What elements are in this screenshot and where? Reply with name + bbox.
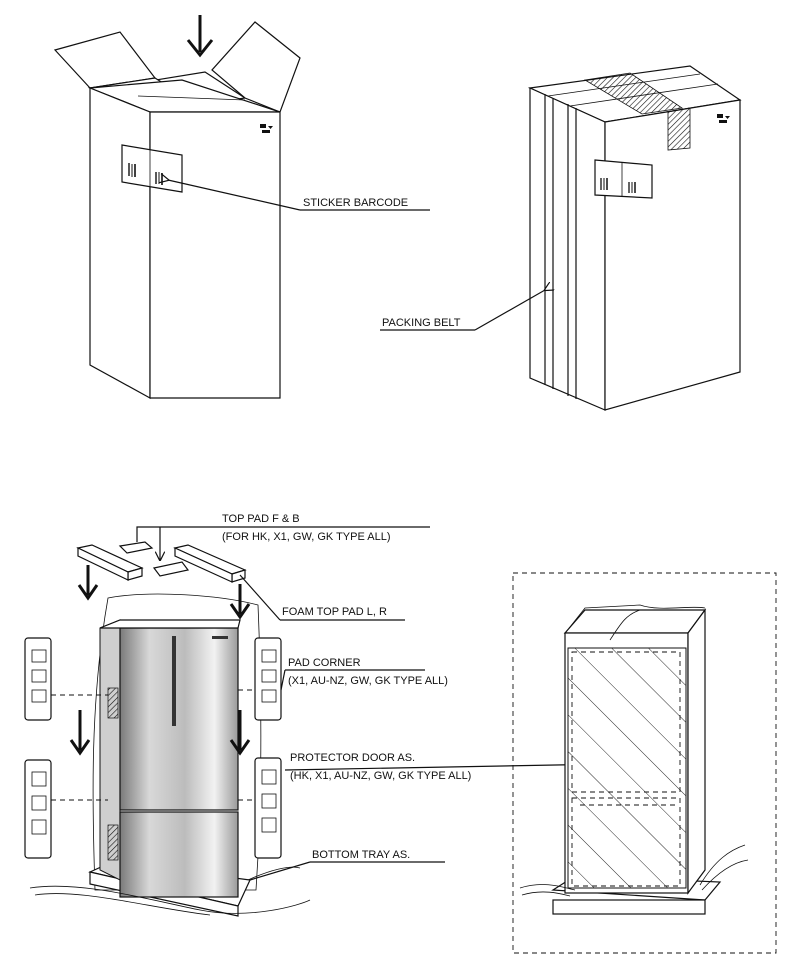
top-pad-label: TOP PAD F & B bbox=[222, 513, 300, 525]
down-arrow-icon bbox=[69, 710, 91, 756]
foam-top-pad-label: FOAM TOP PAD L, R bbox=[282, 606, 387, 618]
down-arrow-icon bbox=[229, 710, 251, 756]
down-arrow-icon bbox=[77, 565, 99, 601]
open-carton bbox=[53, 15, 430, 400]
protector-door-label: PROTECTOR DOOR AS. bbox=[290, 752, 415, 764]
sticker-barcode-label: STICKER BARCODE bbox=[303, 197, 408, 209]
barcode-icon bbox=[600, 178, 636, 193]
exploded-fridge bbox=[24, 526, 610, 917]
protector-detail-box bbox=[512, 572, 777, 954]
fragile-mark-icon bbox=[717, 114, 730, 123]
fragile-mark-icon bbox=[260, 124, 273, 133]
pad-corner bbox=[24, 637, 52, 859]
down-arrow-icon bbox=[229, 584, 251, 620]
down-arrow-icon bbox=[186, 15, 214, 58]
top-pad-note: (FOR HK, X1, GW, GK TYPE ALL) bbox=[222, 531, 391, 543]
protector-door-note: (HK, X1, AU-NZ, GW, GK TYPE ALL) bbox=[290, 770, 471, 782]
packing-belt-label: PACKING BELT bbox=[382, 317, 461, 329]
bottom-tray-label: BOTTOM TRAY AS. bbox=[312, 849, 410, 861]
pad-corner bbox=[254, 637, 282, 859]
belted-carton bbox=[380, 65, 742, 411]
pad-corner-note: (X1, AU-NZ, GW, GK TYPE ALL) bbox=[288, 675, 448, 687]
pad-corner-label: PAD CORNER bbox=[288, 657, 361, 669]
